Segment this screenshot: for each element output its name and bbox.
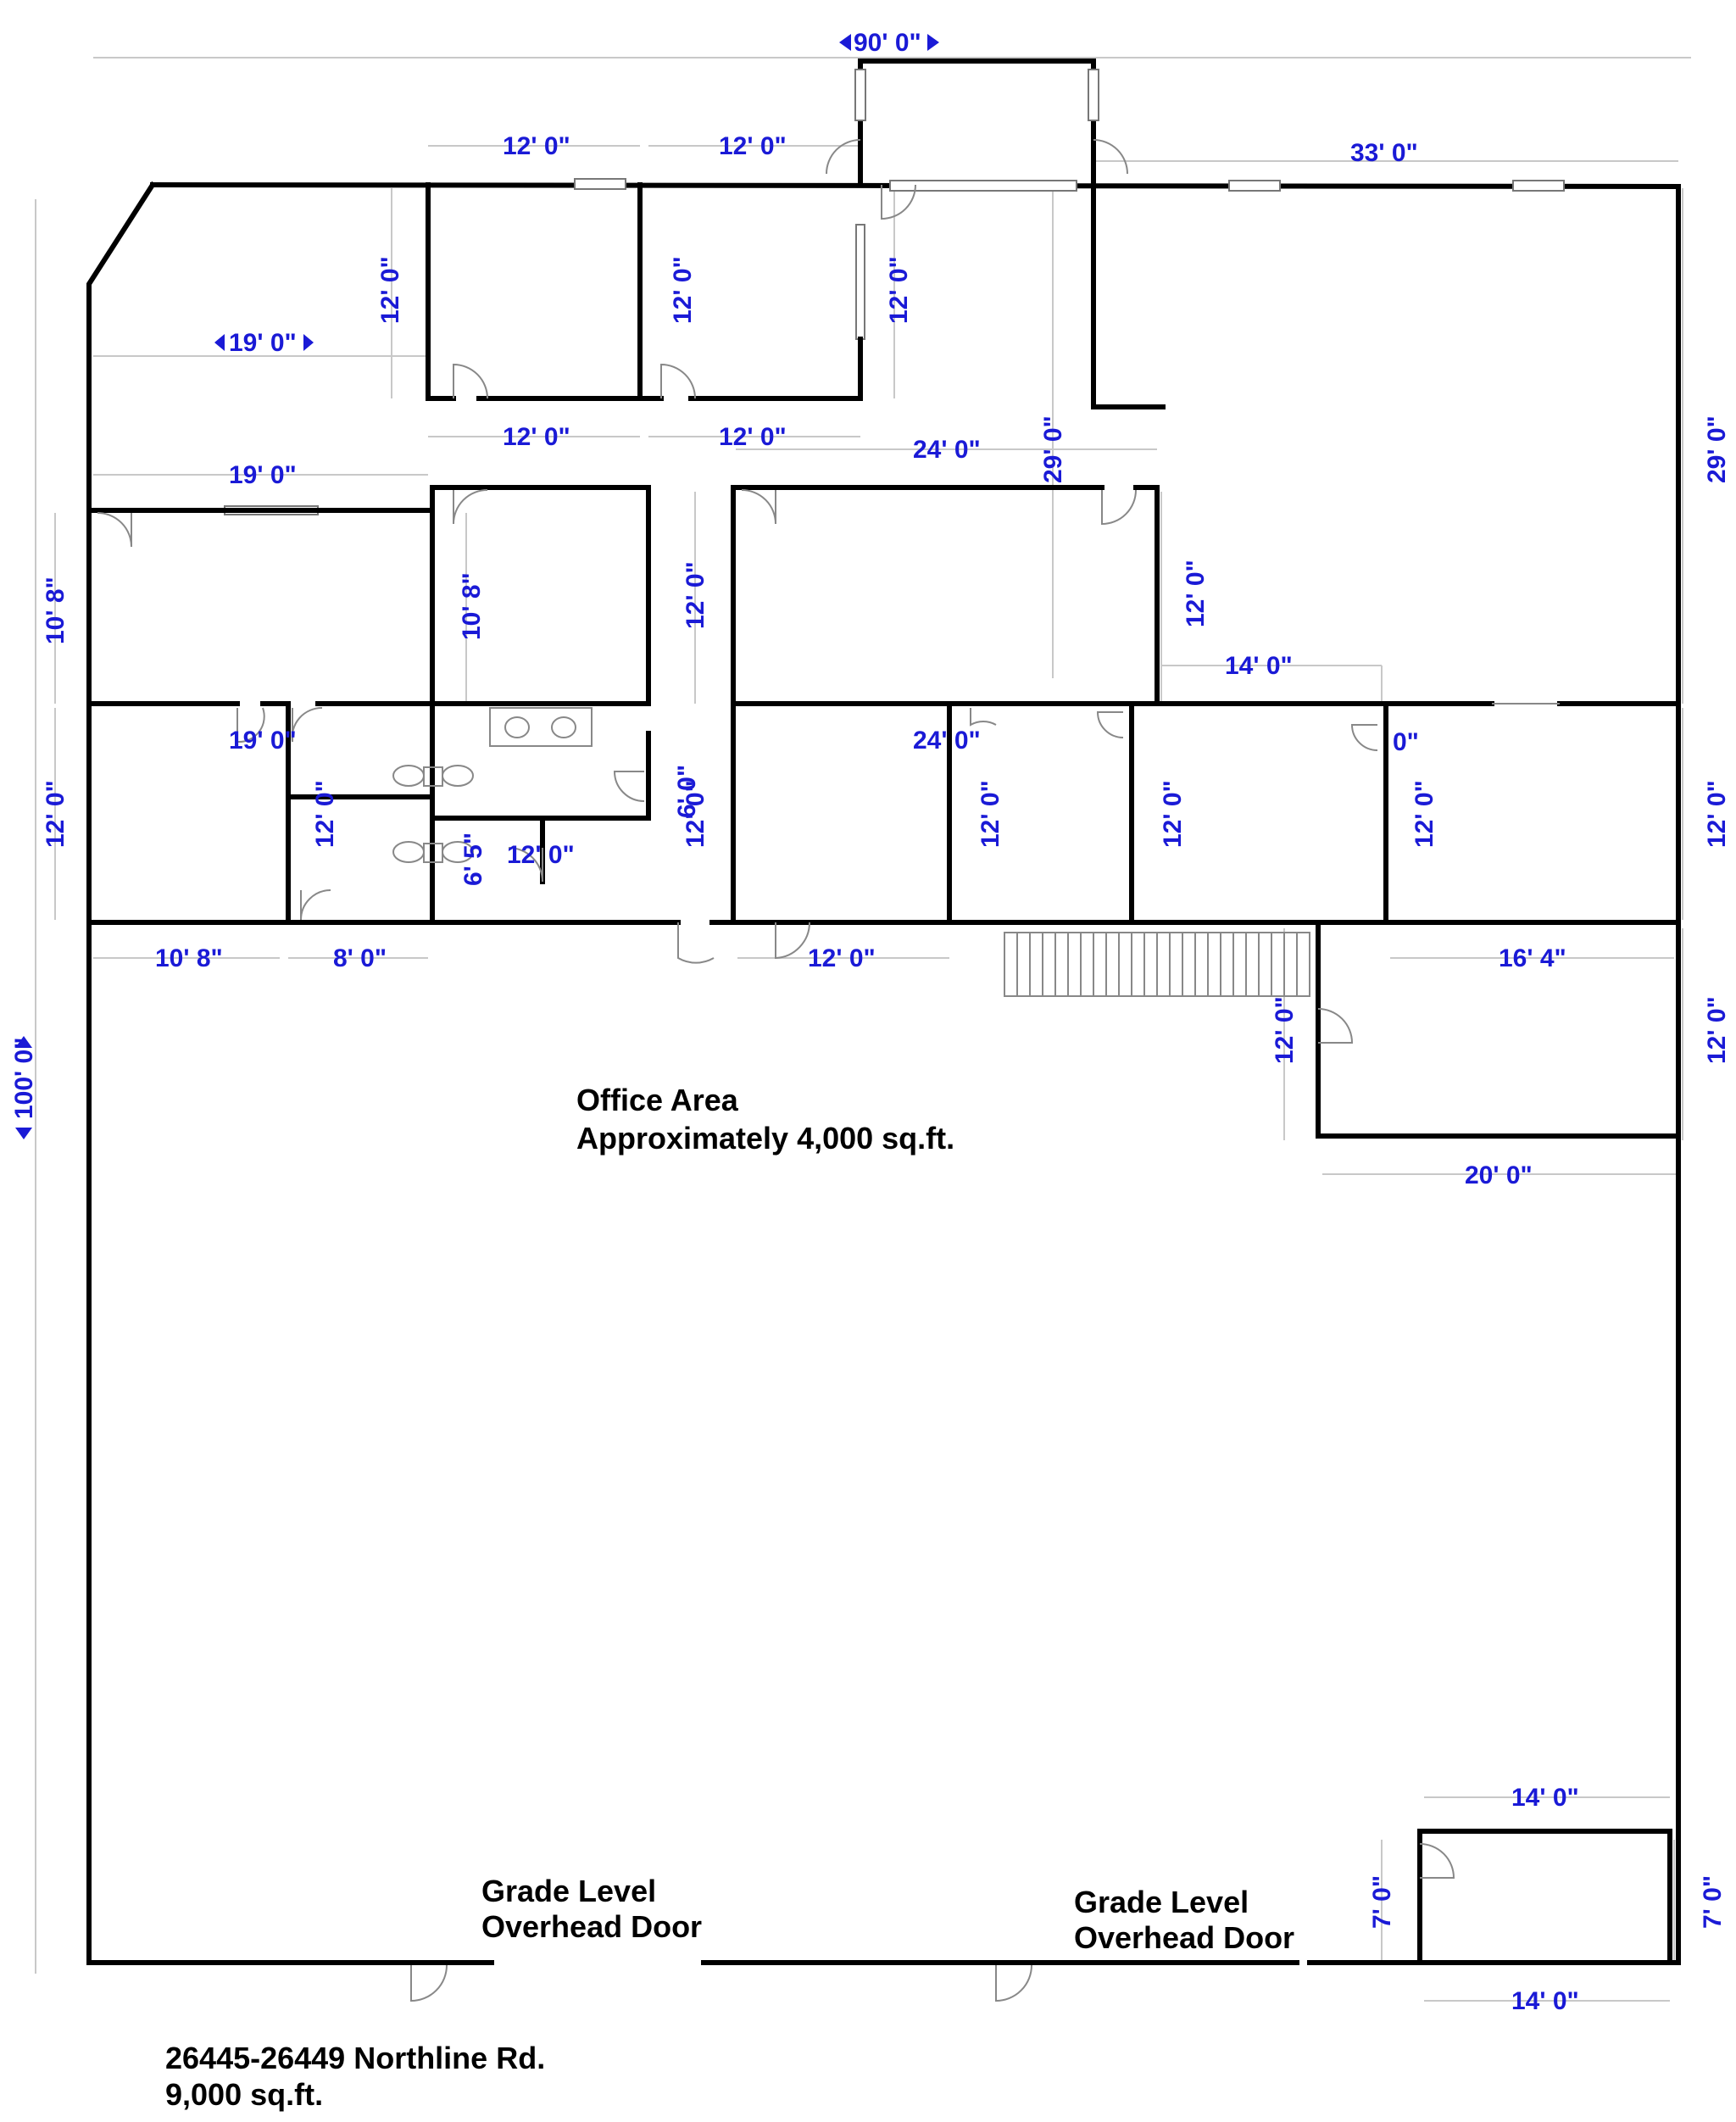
- arrow-down-icon: [15, 1128, 32, 1139]
- dim-restroom-height: 12' 0": [311, 780, 339, 848]
- arrow-left-icon: [839, 34, 851, 51]
- dim-top-room1-width: 12' 0": [503, 132, 570, 160]
- address-label: 26445-26449 Northline Rd.: [165, 2041, 545, 2075]
- dim-lower-left-height: 12' 0": [42, 780, 70, 848]
- dim-lower-office-e: 12' 0": [1703, 780, 1731, 848]
- dim-bottom-8-0: 8' 0": [333, 944, 387, 972]
- overhead-door-2-line1: Grade Level: [1074, 1885, 1249, 1919]
- dim-conf-width: 24' 0": [913, 436, 981, 464]
- sink-icon: [551, 716, 576, 738]
- dim-restroom-width: 12' 0": [507, 841, 575, 869]
- overall-dimension-lines: [15, 34, 1691, 1974]
- dim-small-room-bottom: 14' 0": [1511, 1987, 1579, 2015]
- dim-right-lower-height: 12' 0": [1703, 996, 1731, 1064]
- restroom-fixtures: [392, 707, 593, 863]
- overhead-door-1-line1: Grade Level: [481, 1874, 656, 1908]
- toilet-icon: [442, 765, 474, 787]
- toilet-icon: [392, 841, 425, 863]
- dim-stor-width: 20' 0": [1465, 1161, 1533, 1189]
- dim-lower-office-c: 12' 0": [1410, 780, 1438, 848]
- office-area-title: Office Area: [576, 1083, 739, 1117]
- dim-small-room-top: 14' 0": [1511, 1784, 1579, 1812]
- overall-width-label: 90' 0": [854, 29, 921, 57]
- area-labels: Office Area Approximately 4,000 sq.ft. G…: [165, 1083, 1294, 2112]
- dim-office-left-height: 10' 8": [42, 576, 70, 644]
- overall-height-label: 100' 0": [10, 1038, 38, 1119]
- dim-top-room2-width: 12' 0": [719, 132, 787, 160]
- dim-small-room-left: 7' 0": [1368, 1875, 1396, 1929]
- total-area-label: 9,000 sq.ft.: [165, 2077, 323, 2112]
- dim-corridor-6: 6' 0": [673, 765, 701, 818]
- toilet-icon: [392, 765, 425, 787]
- dim-top-room2-bottom: 12' 0": [719, 423, 787, 451]
- dim-hall-12: 12' 0": [682, 780, 709, 848]
- dim-top-left-width: 19' 0": [229, 329, 297, 357]
- dim-top-right-width: 33' 0": [1350, 139, 1418, 167]
- overhead-door-1-line2: Overhead Door: [481, 1909, 702, 1944]
- dimension-labels: 90' 0" 100' 0" 12' 0" 12' 0" 33' 0" 12' …: [10, 29, 1731, 2015]
- sink-icon: [504, 716, 530, 738]
- arrow-right-icon: [303, 334, 314, 351]
- dim-top-room1-bottom: 12' 0": [503, 423, 570, 451]
- overhead-door-2-line2: Overhead Door: [1074, 1920, 1294, 1955]
- dim-lower-office-b: 12' 0": [1159, 780, 1187, 848]
- dim-small-room-right: 7' 0": [1699, 1875, 1727, 1929]
- toilet-icon: [442, 841, 474, 863]
- exterior-walls: [86, 58, 1681, 1965]
- dim-bottom-12-0: 12' 0": [808, 944, 876, 972]
- office-area-size: Approximately 4,000 sq.ft.: [576, 1121, 954, 1156]
- arrow-left-icon: [214, 334, 225, 351]
- arrow-right-icon: [927, 34, 939, 51]
- dim-bottom-10-8: 10' 8": [155, 944, 223, 972]
- dim-top-room2-height: 12' 0": [669, 256, 697, 324]
- dim-corridor-height: 12' 0": [885, 256, 913, 324]
- dim-office-mid-height: 10' 8": [458, 572, 486, 640]
- arrow-up-icon: [15, 1036, 32, 1048]
- dim-mid-width-14: 14' 0": [1225, 652, 1293, 680]
- dim-conf-height-right: 12' 0": [1182, 560, 1210, 627]
- dim-office-left-width: 19' 0": [229, 461, 297, 489]
- staircase: [1004, 932, 1310, 997]
- dim-right-upper-height-b: 29' 0": [1703, 415, 1731, 483]
- dimension-guides: [54, 145, 1683, 2002]
- sink-counter: [489, 707, 593, 747]
- dim-bottom-16-4: 16' 4": [1499, 944, 1566, 972]
- dim-right-upper-height-a: 29' 0": [1039, 415, 1067, 483]
- interior-walls: [86, 182, 1681, 1965]
- doors: [97, 139, 1560, 2002]
- dim-top-room1-height: 12' 0": [376, 256, 404, 324]
- dim-conf-height-left: 12' 0": [682, 561, 709, 629]
- dim-restroom-small: 6' 5": [459, 833, 487, 886]
- dim-stor-height: 12' 0": [1271, 996, 1299, 1064]
- dim-lower-left-width: 19' 0": [229, 727, 297, 755]
- dim-lower-office-d-width: 0": [1393, 728, 1419, 756]
- dim-lower-conf-width: 24' 0": [913, 727, 981, 755]
- dim-lower-office-a: 12' 0": [976, 780, 1004, 848]
